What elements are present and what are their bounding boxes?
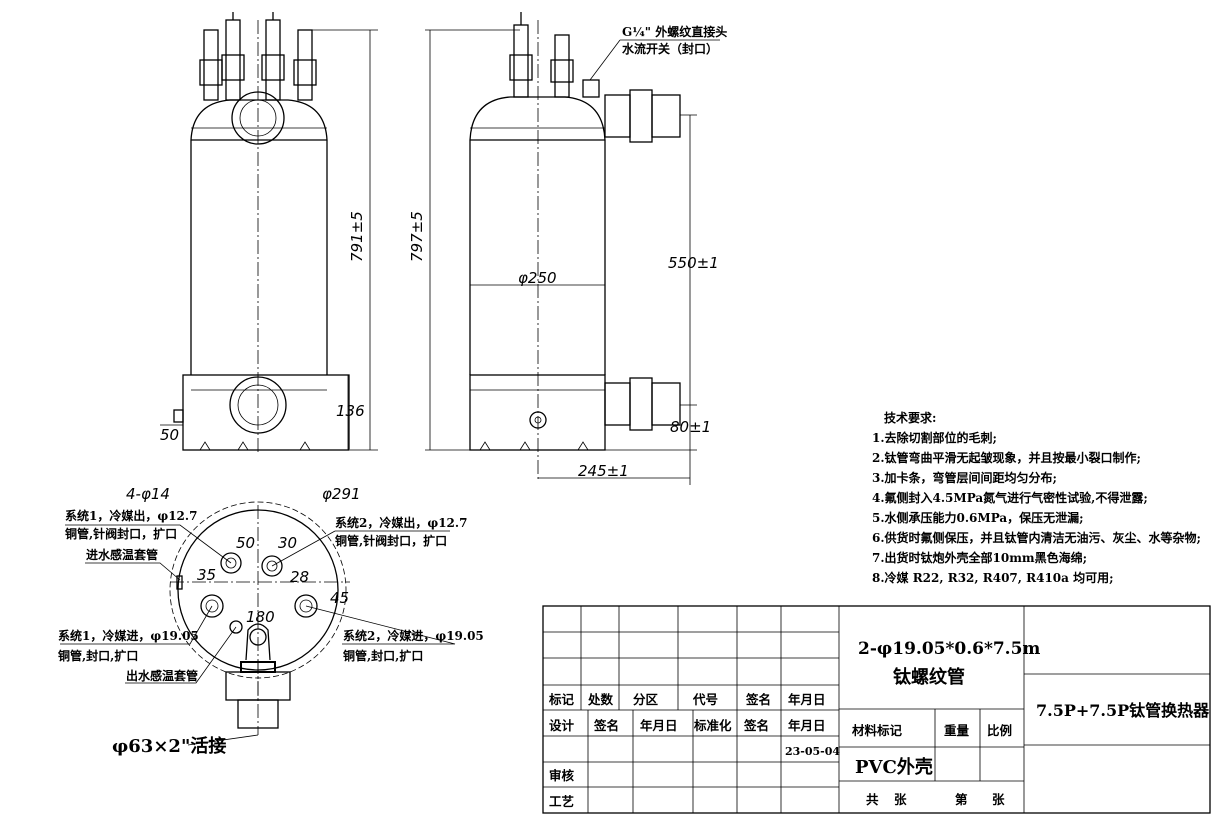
holes-dim: 4-φ14 [126,485,170,503]
switch-callout-line2: 水流开关（封口） [622,41,718,56]
front-height-dim: 791±5 [348,211,366,262]
tb-row2: 标准化 [693,718,732,733]
tb-spec: 2-φ19.05*0.6*7.5m [858,639,1040,659]
sys1-in-label: 系统1，冷媒进，φ19.05 [58,628,199,643]
dim-50: 50 [236,534,255,552]
tech-req-item: 4.氟侧封入4.5MPa氮气进行气密性试验,不得泄露; [872,490,1148,505]
dim-35: 35 [197,566,216,584]
tb-date: 23-05-04 [785,745,840,758]
sys2-in-detail: 铜管,封口,扩口 [343,648,423,663]
dim-45: 45 [330,589,349,607]
tb-sheets-total: 共 [866,792,879,807]
front-base-dim: 136 [336,402,365,420]
side-550-dim: 550±1 [668,254,719,272]
sys1-out-label: 系统1，冷媒出，φ12.7 [65,508,197,523]
tech-req-item: 7.出货时钛炮外壳全部10mm黑色海绵; [872,550,1087,565]
dim-180: 180 [246,608,275,626]
tech-req-item: 1.去除切割部位的毛刺; [872,430,997,445]
tb-sheet-no: 第 [955,792,968,807]
tb-header: 分区 [633,692,659,707]
switch-callout-line1: G¼" 外螺纹直接头 [622,24,727,39]
tb-process: 工艺 [549,794,574,809]
tb-product-name: 7.5P+7.5P钛管换热器 [1036,701,1210,720]
tb-scale-label: 比例 [987,723,1012,738]
tb-row2: 年月日 [640,718,678,733]
tech-requirements: 技术要求: 1.去除切割部位的毛刺; 2.钛管弯曲平滑无起皱现象，并且按最小裂口… [872,410,1201,585]
tech-req-item: 5.水侧承压能力0.6MPa，保压无泄漏; [872,510,1084,525]
water-out-sensor-label: 出水感温套管 [126,668,198,683]
water-in-sensor-label: 进水感温套管 [86,547,158,562]
dim-28: 28 [290,568,309,586]
tb-review: 审核 [549,768,575,783]
tb-row2: 设计 [549,718,575,733]
tb-row2: 签名 [743,718,769,733]
tb-header: 代号 [692,692,718,707]
sys2-out-detail: 铜管,针阀封口，扩口 [335,533,447,548]
side-water-fittings [604,89,681,431]
tech-req-item: 8.冷媒 R22, R32, R407, R410a 均可用; [872,570,1114,585]
front-fittings [199,12,317,101]
outer-dia-dim: φ291 [322,485,361,503]
side-view: 797±5 φ250 550±1 80±1 245±1 G¼" 外螺纹直接头 水… [408,12,727,485]
front-side-dim: 50 [160,426,179,444]
front-view: 791±5 136 50 [160,12,378,455]
sys1-in-detail: 铜管,封口,扩口 [58,648,138,663]
sys2-in-label: 系统2，冷媒进，φ19.05 [343,628,484,643]
side-245-dim: 245±1 [578,462,629,480]
tb-spec-name: 钛螺纹管 [893,666,965,688]
tb-header: 年月日 [788,692,826,707]
tb-header: 处数 [587,692,614,707]
side-height-dim: 797±5 [408,211,426,262]
tb-material: PVC外壳 [855,756,933,778]
tb-material-label: 材料标记 [851,723,903,738]
tb-sheets-unit: 张 [894,792,907,807]
title-block: 标记 处数 分区 代号 签名 年月日 设计 签名 年月日 标准化 签名 年月日 … [542,605,1211,814]
tech-req-item: 6.供货时氟侧保压，并且钛管内清洁无油污、灰尘、水等杂物; [872,530,1201,545]
sys1-out-detail: 铜管,针阀封口，扩口 [65,526,177,541]
side-80-dim: 80±1 [670,418,711,436]
sys2-out-label: 系统2，冷媒出，φ12.7 [335,515,467,530]
dim-30: 30 [278,534,297,552]
tb-sheets-unit: 张 [992,792,1005,807]
tb-weight-label: 重量 [944,723,970,738]
side-dia-dim: φ250 [518,269,557,287]
tb-header: 签名 [745,692,771,707]
tech-req-item: 2.钛管弯曲平滑无起皱现象，并且按最小裂口制作; [872,450,1141,465]
tb-row2: 年月日 [788,718,826,733]
tb-header: 标记 [548,692,575,707]
refrigerant-ports [200,552,318,634]
tech-req-title: 技术要求: [884,410,936,425]
tech-req-item: 3.加卡条，弯管层间间距均匀分布; [872,470,1057,485]
union-label: φ63×2"活接 [112,735,226,757]
tb-row2: 签名 [593,718,619,733]
top-view: 4-φ14 φ291 50 30 35 28 45 180 系统1，冷媒出，φ1… [58,485,484,757]
